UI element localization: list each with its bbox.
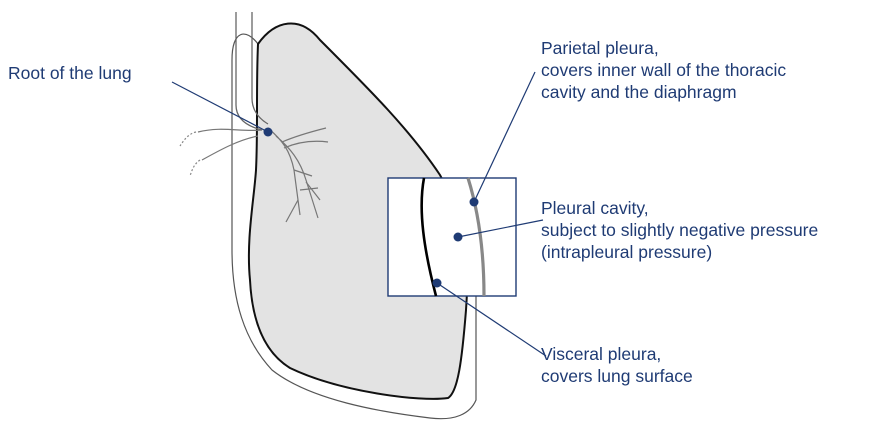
cavity-line-2: subject to slightly negative pressure (541, 219, 818, 241)
visceral-line-2: covers lung surface (541, 365, 693, 387)
cavity-dot (454, 233, 463, 242)
parietal-line-2: covers inner wall of the thoracic (541, 59, 786, 81)
visceral-line-1: Visceral pleura, (541, 343, 693, 365)
dashed-left-bronchus (180, 132, 200, 176)
visceral-dot (433, 279, 442, 288)
root-of-lung-label: Root of the lung (8, 62, 132, 84)
parietal-line-1: Parietal pleura, (541, 37, 786, 59)
visceral-pleura-label: Visceral pleura, covers lung surface (541, 343, 693, 387)
cavity-line-3: (intrapleural pressure) (541, 241, 818, 263)
magnified-inset (388, 178, 516, 296)
root-label-line: Root of the lung (8, 62, 132, 84)
parietal-line-3: cavity and the diaphragm (541, 81, 786, 103)
cavity-line-1: Pleural cavity, (541, 197, 818, 219)
parietal-pleura-label: Parietal pleura, covers inner wall of th… (541, 37, 786, 103)
root-dot (264, 128, 273, 137)
pleural-cavity-label: Pleural cavity, subject to slightly nega… (541, 197, 818, 263)
parietal-dot (470, 198, 479, 207)
